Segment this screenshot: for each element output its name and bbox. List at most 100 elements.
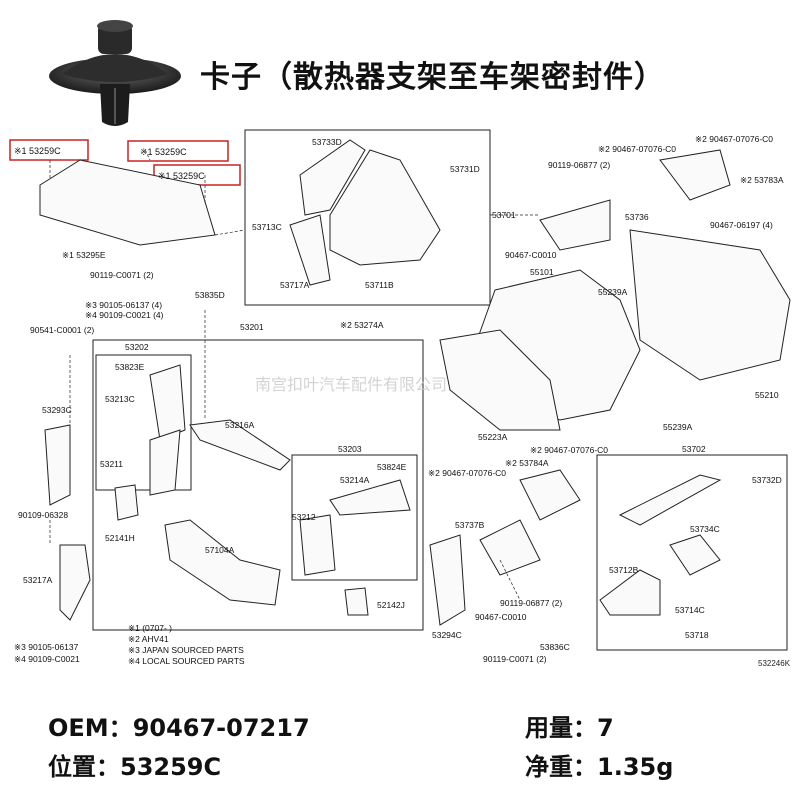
svg-text:55101: 55101 <box>530 267 554 277</box>
svg-text:53713C: 53713C <box>252 222 282 232</box>
svg-text:55223A: 55223A <box>478 432 508 442</box>
svg-text:53733D: 53733D <box>312 137 342 147</box>
qty-label: 用量： <box>525 714 597 742</box>
svg-text:53214A: 53214A <box>340 475 370 485</box>
group-frame-53201 <box>92 339 424 631</box>
svg-text:90467-06197 (4): 90467-06197 (4) <box>710 220 773 230</box>
svg-text:53835D: 53835D <box>195 290 225 300</box>
svg-text:53823E: 53823E <box>115 362 145 372</box>
svg-text:53836C: 53836C <box>540 642 570 652</box>
oem-label: OEM： <box>48 714 133 742</box>
group-frame-53202 <box>95 354 192 491</box>
part-53737b <box>479 519 541 576</box>
part-55223a <box>439 329 561 431</box>
position-row: 位置：53259C <box>48 747 221 782</box>
svg-text:※2 AHV41: ※2 AHV41 <box>128 634 169 644</box>
page-title: 卡子（散热器支架至车架密封件） <box>200 60 665 95</box>
part-53216a <box>189 419 291 471</box>
part-53294c <box>429 534 466 626</box>
svg-text:※2 53784A: ※2 53784A <box>505 458 549 468</box>
svg-text:53824E: 53824E <box>377 462 407 472</box>
part-53213c <box>149 364 186 441</box>
part-53214a <box>329 479 411 516</box>
diagram-id: 532246K <box>758 659 791 668</box>
svg-text:90119-C0071 (2): 90119-C0071 (2) <box>483 654 547 664</box>
svg-text:57104A: 57104A <box>205 545 235 555</box>
svg-text:53216A: 53216A <box>225 420 255 430</box>
svg-text:53211: 53211 <box>100 459 123 469</box>
svg-text:55239A: 55239A <box>598 287 628 297</box>
svg-text:53731D: 53731D <box>450 164 480 174</box>
position-value: 53259C <box>120 753 222 781</box>
svg-text:※1 53295E: ※1 53295E <box>62 250 106 260</box>
svg-text:※2 90467-07076-C0: ※2 90467-07076-C0 <box>428 468 506 478</box>
part-57104a <box>164 519 281 606</box>
svg-text:90109-06328: 90109-06328 <box>18 510 68 520</box>
oem-value: 90467-07217 <box>132 714 310 742</box>
svg-text:※1 (0707- ): ※1 (0707- ) <box>128 623 172 633</box>
svg-text:※2 90467-07076-C0: ※2 90467-07076-C0 <box>598 144 676 154</box>
svg-text:53203: 53203 <box>338 444 362 454</box>
svg-text:※4 90109-C0021 (4): ※4 90109-C0021 (4) <box>85 310 164 320</box>
svg-text:90119-06877 (2): 90119-06877 (2) <box>548 160 610 170</box>
svg-text:※2 90467-07076-C0: ※2 90467-07076-C0 <box>530 445 608 455</box>
svg-text:55239A: 55239A <box>663 422 693 432</box>
part-53733d <box>299 139 366 216</box>
part-53736 <box>539 199 611 251</box>
svg-text:※2 90467-07076-C0: ※2 90467-07076-C0 <box>695 134 773 144</box>
part-53784a <box>519 469 581 521</box>
svg-text:53201: 53201 <box>240 322 264 332</box>
svg-text:※2 53274A: ※2 53274A <box>340 320 384 330</box>
svg-text:53737B: 53737B <box>455 520 485 530</box>
svg-text:53702: 53702 <box>682 444 706 454</box>
plastic-push-clip-icon <box>49 20 181 126</box>
svg-text:※2 53783A: ※2 53783A <box>740 175 784 185</box>
svg-text:90467-C0010: 90467-C0010 <box>475 612 527 622</box>
highlight-box <box>9 139 89 161</box>
label-53259c: ※1 53259C <box>14 146 61 156</box>
svg-text:53712B: 53712B <box>609 565 639 575</box>
svg-text:53202: 53202 <box>125 342 149 352</box>
svg-text:53711B: 53711B <box>365 280 394 290</box>
svg-text:90541-C0001 (2): 90541-C0001 (2) <box>30 325 94 335</box>
svg-text:53294C: 53294C <box>432 630 462 640</box>
svg-text:52142J: 52142J <box>377 600 405 610</box>
weight-label: 净重： <box>525 753 597 781</box>
part-53217a <box>59 544 91 621</box>
oem-row: OEM：90467-07217 <box>48 708 310 743</box>
svg-text:53717A: 53717A <box>280 280 310 290</box>
svg-text:53718: 53718 <box>685 630 709 640</box>
weight-row: 净重：1.35g <box>525 747 673 782</box>
svg-text:53293C: 53293C <box>42 405 72 415</box>
group-frame-53701 <box>244 129 491 306</box>
watermark-text: 南宫扣叶汽车配件有限公司 <box>255 375 447 394</box>
part-52142j <box>344 587 369 616</box>
part-53732d <box>618 474 722 526</box>
svg-text:※4 LOCAL SOURCED PARTS: ※4 LOCAL SOURCED PARTS <box>128 656 245 666</box>
svg-text:90119-06877 (2): 90119-06877 (2) <box>500 598 562 608</box>
svg-text:90119-C0071 (2): 90119-C0071 (2) <box>90 270 154 280</box>
svg-text:※3 90105-06137: ※3 90105-06137 <box>14 642 79 652</box>
part-53211 <box>149 429 181 496</box>
label-53259c: ※1 53259C <box>158 171 205 181</box>
svg-text:53732D: 53732D <box>752 475 782 485</box>
part-53293c <box>44 424 71 506</box>
part-53212 <box>299 514 336 576</box>
svg-text:53213C: 53213C <box>105 394 135 404</box>
svg-text:55210: 55210 <box>755 390 779 400</box>
svg-text:※3 JAPAN SOURCED PARTS: ※3 JAPAN SOURCED PARTS <box>128 645 244 655</box>
svg-text:53217A: 53217A <box>23 575 53 585</box>
svg-text:53701: 53701 <box>492 210 516 220</box>
svg-text:53736: 53736 <box>625 212 649 222</box>
svg-text:90467-C0010: 90467-C0010 <box>505 250 557 260</box>
position-label: 位置： <box>48 753 120 781</box>
part-53711b <box>329 149 441 266</box>
svg-text:※3 90105-06137 (4): ※3 90105-06137 (4) <box>85 300 162 310</box>
weight-value: 1.35g <box>597 753 674 781</box>
svg-text:53212: 53212 <box>292 512 316 522</box>
svg-text:52141H: 52141H <box>105 533 135 543</box>
part-55210 <box>629 229 791 381</box>
legend: ※1 (0707- ) ※2 AHV41 ※3 JAPAN SOURCED PA… <box>128 623 245 666</box>
highlight-box <box>127 140 229 162</box>
svg-text:53734C: 53734C <box>690 524 720 534</box>
